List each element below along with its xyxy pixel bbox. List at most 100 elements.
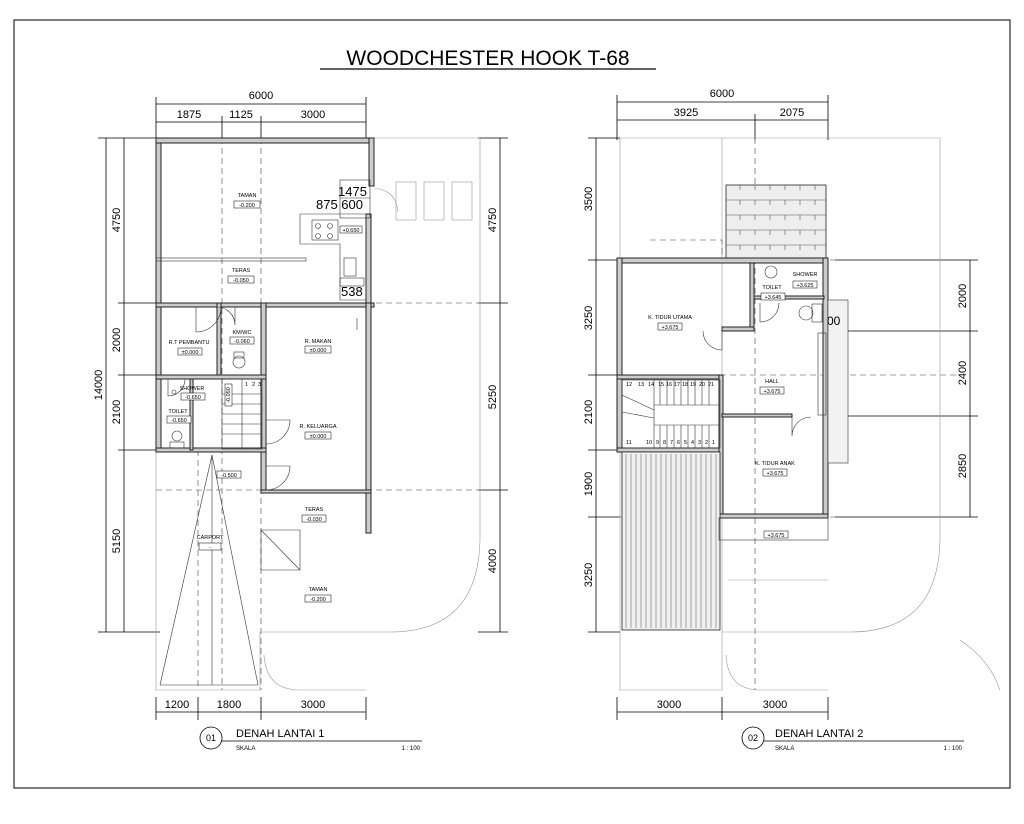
svg-text:TOILET: TOILET bbox=[762, 285, 782, 291]
svg-text:+3.675: +3.675 bbox=[764, 389, 781, 395]
p1-room-toilet: TOILET -0.650 bbox=[166, 409, 192, 424]
svg-text:-0.030: -0.030 bbox=[306, 517, 322, 523]
p2-left-seg-4: 1900 bbox=[583, 472, 595, 496]
svg-text:-0.650: -0.650 bbox=[171, 418, 187, 424]
svg-text:DENAH LANTAI 2: DENAH LANTAI 2 bbox=[775, 728, 863, 740]
svg-text:±0.000: ±0.000 bbox=[310, 348, 327, 354]
svg-text:6: 6 bbox=[677, 440, 680, 446]
svg-text:-: - bbox=[209, 545, 211, 551]
p1-room-km-wc: KM/WC -0.060 bbox=[229, 330, 255, 345]
svg-text:+3.625: +3.625 bbox=[797, 283, 814, 289]
p2-room-hall: HALL +3.675 bbox=[759, 379, 785, 395]
p1-top-total: 6000 bbox=[249, 90, 273, 102]
plan-floor-2: 6000 3925 2075 3500 3250 2100 1900 3250 … bbox=[583, 88, 1001, 752]
svg-text:7: 7 bbox=[670, 440, 673, 446]
svg-text:1 : 100: 1 : 100 bbox=[402, 746, 421, 752]
svg-text:-0.500: -0.500 bbox=[221, 473, 237, 479]
svg-text:-0.650: -0.650 bbox=[185, 395, 201, 401]
p2-room-toilet: TOILET +3.645 bbox=[760, 285, 786, 301]
svg-text:SKALA: SKALA bbox=[775, 746, 794, 752]
p1-room-rt-pembantu: R.T PEMBANTU ±0.000 bbox=[169, 340, 210, 356]
svg-text:2: 2 bbox=[705, 440, 708, 446]
svg-text:R. KELUARGA: R. KELUARGA bbox=[300, 424, 337, 430]
svg-text:+3.645: +3.645 bbox=[765, 295, 782, 301]
svg-text:SKALA: SKALA bbox=[236, 746, 255, 752]
p2-left-seg-1: 3500 bbox=[583, 187, 595, 211]
p2-wall-mark: 00 bbox=[827, 314, 841, 328]
p2-top-seg-2: 2075 bbox=[780, 107, 804, 119]
svg-text:-0.200: -0.200 bbox=[310, 597, 326, 603]
p1-caption: 01 DENAH LANTAI 1 SKALA 1 : 100 bbox=[199, 726, 422, 752]
svg-text:±0.000: ±0.000 bbox=[310, 434, 327, 440]
p1-left-seg-1: 4750 bbox=[111, 208, 123, 232]
p2-room-shower: SHOWER +3.625 bbox=[793, 272, 818, 289]
svg-text:+3.675: +3.675 bbox=[662, 325, 679, 331]
svg-text:+3.675: +3.675 bbox=[768, 533, 785, 539]
p2-bottom-seg-2: 3000 bbox=[763, 699, 787, 711]
svg-text:DENAH LANTAI 1: DENAH LANTAI 1 bbox=[236, 728, 324, 740]
p1-left-seg-2: 2000 bbox=[111, 328, 123, 352]
svg-text:K. TIDUR UTAMA: K. TIDUR UTAMA bbox=[648, 315, 692, 321]
p1-left-total: 14000 bbox=[93, 370, 105, 401]
svg-text:21: 21 bbox=[708, 382, 714, 388]
svg-text:TOILET: TOILET bbox=[168, 409, 188, 415]
svg-text:TERAS: TERAS bbox=[232, 268, 251, 274]
p1-room-r-makan: R. MAKAN ±0.000 bbox=[305, 339, 332, 354]
svg-text:18: 18 bbox=[682, 382, 688, 388]
svg-text:01: 01 bbox=[206, 733, 216, 743]
svg-text:CARPORT: CARPORT bbox=[197, 535, 224, 541]
drawing-title: WOODCHESTER HOOK T-68 bbox=[346, 47, 629, 70]
svg-text:R. MAKAN: R. MAKAN bbox=[305, 339, 332, 345]
svg-text:19: 19 bbox=[690, 382, 696, 388]
p2-right-seg-2: 2400 bbox=[957, 361, 969, 385]
svg-text:4: 4 bbox=[691, 440, 694, 446]
p1-room-carport: CARPORT - bbox=[197, 535, 224, 551]
p1-level-entry: -0.500 bbox=[216, 470, 242, 479]
p2-left-seg-5: 3250 bbox=[583, 563, 595, 587]
svg-text:R.T PEMBANTU: R.T PEMBANTU bbox=[169, 340, 210, 346]
p1-room-shower: SHOWER -0.650 bbox=[180, 386, 206, 401]
p1-stair-text-c: 538 bbox=[341, 284, 363, 299]
p1-level-passage: -0.050 bbox=[224, 383, 233, 407]
svg-text:02: 02 bbox=[748, 733, 758, 743]
p1-room-r-keluarga: R. KELUARGA ±0.000 bbox=[300, 424, 337, 440]
p1-stair-text-b: 875 600 bbox=[316, 197, 363, 212]
p2-bottom-seg-1: 3000 bbox=[657, 699, 681, 711]
p2-room-k-tidur-utama: K. TIDUR UTAMA +3.675 bbox=[648, 315, 692, 331]
svg-text:TAMAN: TAMAN bbox=[238, 193, 257, 199]
svg-text:TAMAN: TAMAN bbox=[309, 587, 328, 593]
p1-stair-num-1: 1 bbox=[245, 382, 248, 388]
p2-top-total: 6000 bbox=[710, 88, 734, 100]
svg-text:-0.050: -0.050 bbox=[226, 387, 232, 403]
svg-text:SHOWER: SHOWER bbox=[793, 272, 818, 278]
svg-text:KM/WC: KM/WC bbox=[233, 330, 252, 336]
sheet-border bbox=[13, 19, 1011, 789]
svg-text:1: 1 bbox=[712, 440, 715, 446]
p1-right-seg-1: 4750 bbox=[487, 208, 499, 232]
p1-room-taman-bottom: TAMAN -0.200 bbox=[304, 587, 332, 603]
p1-room-teras-bottom: TERAS -0.030 bbox=[301, 507, 327, 523]
p1-bottom-seg-2: 1800 bbox=[217, 699, 241, 711]
svg-text:5: 5 bbox=[684, 440, 687, 446]
p1-stair-text-a: 1475 bbox=[338, 184, 367, 199]
p1-room-teras-top: TERAS -0.050 bbox=[227, 268, 255, 284]
svg-text:9: 9 bbox=[656, 440, 659, 446]
p1-left-seg-3: 2100 bbox=[111, 400, 123, 424]
p1-level-kitchen: +0.650 bbox=[339, 225, 363, 234]
svg-text:+0.650: +0.650 bbox=[343, 228, 360, 234]
svg-text:-0.050: -0.050 bbox=[233, 278, 249, 284]
p1-stair-num-3: 3 bbox=[258, 382, 261, 388]
p2-level-balcony: +3.675 bbox=[763, 530, 789, 539]
p2-caption: 02 DENAH LANTAI 2 SKALA 1 : 100 bbox=[741, 726, 964, 752]
svg-text:1 : 100: 1 : 100 bbox=[944, 746, 963, 752]
p2-stair-numbers-top: 12 13 14 15 16 17 18 19 20 21 bbox=[626, 382, 714, 388]
p1-stair-num-2: 2 bbox=[252, 382, 255, 388]
p1-bottom-seg-1: 1200 bbox=[165, 699, 189, 711]
p2-right-seg-1: 2000 bbox=[957, 284, 969, 308]
svg-text:12: 12 bbox=[626, 382, 632, 388]
p1-top-seg-2: 1125 bbox=[229, 109, 253, 121]
svg-text:15: 15 bbox=[658, 382, 664, 388]
svg-text:TERAS: TERAS bbox=[305, 507, 324, 513]
p1-top-seg-1: 1875 bbox=[177, 109, 201, 121]
